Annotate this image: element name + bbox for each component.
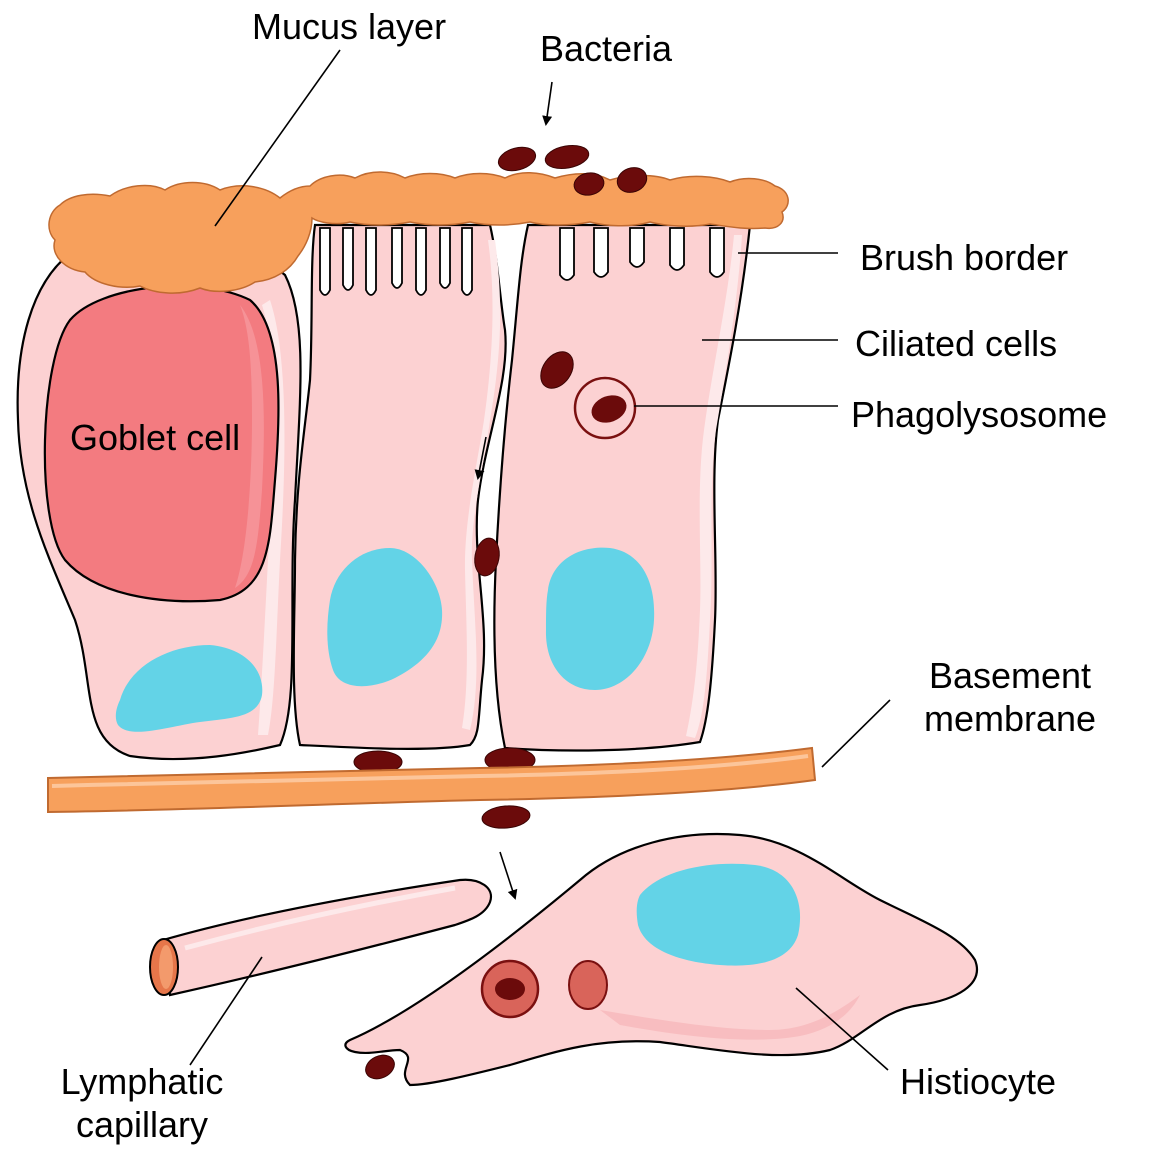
label-brush-border: Brush border xyxy=(860,236,1068,279)
histiocyte-vacuole xyxy=(569,961,607,1009)
lymphatic-capillary-lumen xyxy=(159,945,173,989)
histiocyte-phagolysosome-bacterium xyxy=(495,978,525,1000)
label-lymphatic-capillary: Lymphatic capillary xyxy=(42,1060,242,1146)
histiocyte-body xyxy=(345,834,977,1085)
arrow-icon xyxy=(500,852,515,898)
label-histiocyte: Histiocyte xyxy=(900,1060,1056,1103)
label-basement-membrane-line2: membrane xyxy=(910,697,1110,740)
label-lymphatic-capillary-line2: capillary xyxy=(42,1103,242,1146)
label-ciliated-cells: Ciliated cells xyxy=(855,322,1057,365)
brush-border-middle xyxy=(320,228,472,295)
label-goblet-cell: Goblet cell xyxy=(70,416,240,459)
bacterium xyxy=(496,143,538,174)
arrow-icon xyxy=(546,82,552,124)
label-bacteria: Bacteria xyxy=(540,27,672,70)
histiocyte-nucleus xyxy=(637,864,800,966)
lymphatic-capillary xyxy=(163,880,491,995)
leader-line-basement xyxy=(822,700,890,767)
label-phagolysosome: Phagolysosome xyxy=(851,393,1107,436)
label-basement-membrane: Basement membrane xyxy=(910,654,1110,740)
label-basement-membrane-line1: Basement xyxy=(910,654,1110,697)
label-mucus-layer: Mucus layer xyxy=(252,5,446,48)
bacterium xyxy=(362,1051,398,1084)
label-lymphatic-capillary-line1: Lymphatic xyxy=(42,1060,242,1103)
bacterium xyxy=(543,142,590,171)
bacterium xyxy=(481,804,531,830)
